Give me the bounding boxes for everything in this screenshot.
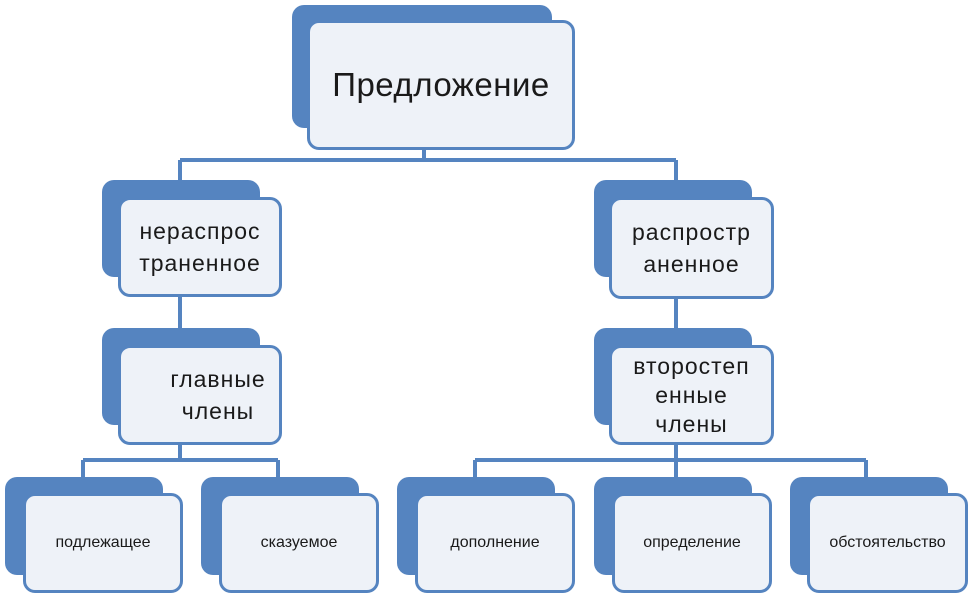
type-node-right: распростр аненное bbox=[594, 180, 774, 299]
group-right-line-2: енные bbox=[655, 381, 728, 408]
type-right-line-2: аненное bbox=[643, 251, 740, 277]
type-left-line-2: траненное bbox=[139, 250, 261, 276]
leaf-node-object-box: дополнение bbox=[415, 493, 575, 593]
type-node-right-box: распростр аненное bbox=[609, 197, 774, 299]
type-node-left: нераспрос траненное bbox=[102, 180, 282, 297]
group-node-left-box: главные члены bbox=[118, 345, 282, 445]
connector-right-group bbox=[473, 440, 868, 478]
group-left-line-2: члены bbox=[181, 398, 255, 424]
root-node: Предложение bbox=[292, 5, 575, 150]
leaf-node-adverbial-box: обстоятельство bbox=[807, 493, 968, 593]
leaf-node-attribute: определение bbox=[594, 477, 772, 595]
leaf-adverbial-label: обстоятельство bbox=[829, 534, 946, 551]
leaf-node-object: дополнение bbox=[397, 477, 575, 595]
group-node-left: главные члены bbox=[102, 328, 282, 445]
root-label: Предложение bbox=[332, 66, 550, 103]
type-right-line-1: распростр bbox=[632, 219, 751, 245]
group-node-right: второстеп енные члены bbox=[594, 328, 774, 445]
group-right-line-1: второстеп bbox=[633, 352, 750, 379]
leaf-node-predicate: сказуемое bbox=[201, 477, 379, 595]
leaf-subject-label: подлежащее bbox=[55, 534, 151, 551]
group-right-line-3: члены bbox=[655, 410, 728, 437]
type-node-left-box: нераспрос траненное bbox=[118, 197, 282, 297]
leaf-object-label: дополнение bbox=[450, 534, 540, 551]
leaf-node-adverbial: обстоятельство bbox=[790, 477, 968, 595]
leaf-predicate-label: сказуемое bbox=[260, 534, 338, 551]
group-node-right-box: второстеп енные члены bbox=[609, 345, 774, 445]
group-left-line-1: главные bbox=[170, 366, 266, 392]
leaf-node-attribute-box: определение bbox=[612, 493, 772, 593]
leaf-node-predicate-box: сказуемое bbox=[219, 493, 379, 593]
root-node-box: Предложение bbox=[307, 20, 575, 150]
connector-left-group bbox=[81, 440, 280, 478]
leaf-node-subject: подлежащее bbox=[5, 477, 183, 595]
type-left-line-1: нераспрос bbox=[139, 218, 261, 244]
leaf-node-subject-box: подлежащее bbox=[23, 493, 183, 593]
connector-root bbox=[178, 148, 678, 182]
leaf-attribute-label: определение bbox=[643, 534, 741, 551]
